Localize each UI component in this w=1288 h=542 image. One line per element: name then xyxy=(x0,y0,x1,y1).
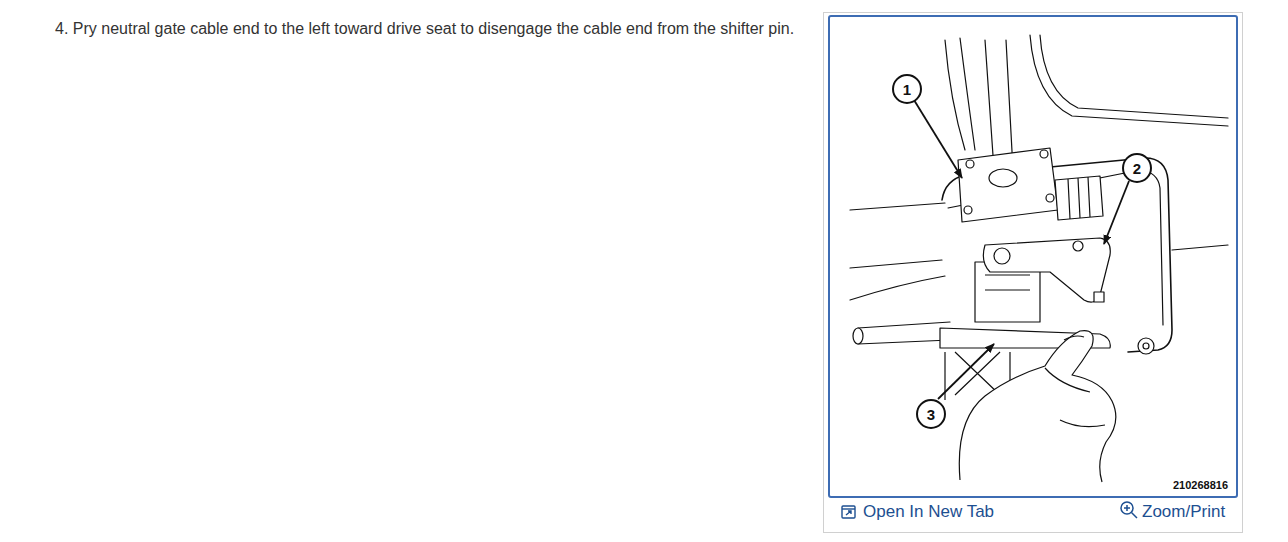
drawing-part xyxy=(958,148,1058,222)
zoom-icon xyxy=(1121,502,1137,518)
shifter-mechanism xyxy=(940,148,1154,482)
drawing-part xyxy=(964,206,972,214)
drawing-part xyxy=(842,508,855,509)
console-drawing xyxy=(850,35,1228,352)
leader-lines xyxy=(914,100,1129,399)
drawing-part xyxy=(1055,176,1103,220)
drawing-part xyxy=(1046,194,1054,202)
drawing-part xyxy=(850,203,945,210)
drawing-part xyxy=(842,506,855,518)
drawing-part xyxy=(994,248,1010,264)
drawing-part xyxy=(1104,181,1129,244)
drawing-part xyxy=(1030,35,1228,126)
figure-panel xyxy=(824,13,1243,533)
link-text: Open In New Tab xyxy=(863,502,994,522)
callout-text: 1 xyxy=(903,82,911,97)
drawing-part xyxy=(1064,336,1084,340)
drawing-part xyxy=(858,322,950,344)
drawing-part xyxy=(938,344,994,399)
drawing-part xyxy=(850,276,945,300)
drawing-part xyxy=(1172,245,1228,250)
drawing-part xyxy=(1138,338,1154,354)
callout-number: 3 xyxy=(916,399,946,429)
drawing-part xyxy=(1073,241,1083,251)
drawing-part xyxy=(1132,513,1138,519)
drawing-part xyxy=(1040,150,1048,158)
drawing-part xyxy=(850,260,942,268)
drawing-part xyxy=(853,328,863,344)
drawing-part xyxy=(1124,505,1130,511)
drawing-part xyxy=(983,238,1110,302)
drawing-part xyxy=(1143,343,1149,349)
callout-text: 3 xyxy=(927,407,935,422)
drawing-part xyxy=(985,275,1030,290)
figure-frame: 210268816 1 2 3 xyxy=(828,15,1238,498)
drawing-part xyxy=(846,511,851,515)
new-tab-icon xyxy=(842,506,855,518)
drawing-part xyxy=(1040,35,1228,118)
drawing-part xyxy=(1006,40,1013,170)
drawing-part xyxy=(914,100,962,178)
drawing-part xyxy=(1068,177,1090,219)
callout-text: 2 xyxy=(1133,161,1141,176)
link-text: Zoom/Print xyxy=(1142,502,1225,522)
drawing-part xyxy=(1094,292,1104,302)
drawing-part xyxy=(966,160,974,168)
drawing-part xyxy=(985,40,994,170)
drawing-part xyxy=(1045,368,1105,427)
callout-number: 1 xyxy=(892,74,922,104)
drawing-part xyxy=(1121,502,1133,514)
callout-number: 2 xyxy=(1122,153,1152,183)
drawing-part xyxy=(959,331,1116,482)
drawing-part xyxy=(960,38,975,150)
drawing-part xyxy=(989,169,1017,187)
figure-id: 210268816 xyxy=(1173,479,1228,491)
step-instruction: 4. Pry neutral gate cable end to the lef… xyxy=(55,16,795,41)
